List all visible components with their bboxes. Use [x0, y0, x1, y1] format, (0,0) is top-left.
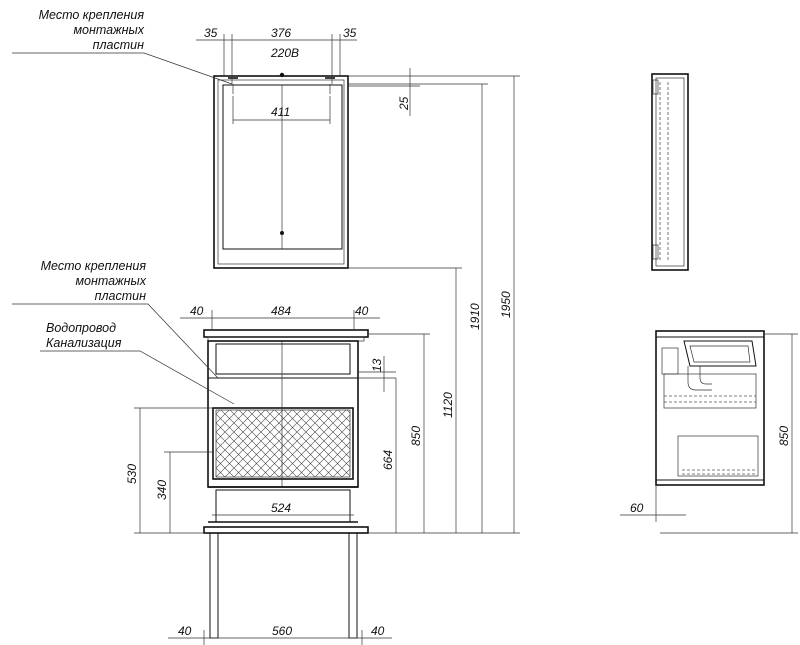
mount-plates-bottom-callout: Место крепления монтажных пластин [12, 259, 219, 379]
svg-text:Место крепления: Место крепления [41, 259, 147, 273]
svg-text:монтажных: монтажных [75, 274, 146, 288]
dim-mirror-width: 376 [271, 26, 291, 40]
svg-text:пластин: пластин [93, 38, 144, 52]
dim-1120: 1120 [441, 392, 455, 418]
dim-mirror-left: 35 [204, 26, 218, 40]
dim-top-width: 484 [271, 304, 291, 318]
dim-top-left: 40 [190, 304, 204, 318]
dim-leg-width: 560 [272, 624, 292, 638]
right-height-dimensions: 13 664 850 1120 1910 1950 [348, 75, 520, 534]
dim-plate-offset: 25 [397, 96, 411, 111]
dim-inner-width: 524 [271, 501, 291, 515]
mirror-top-dimensions: 35 376 35 220В 411 25 [196, 26, 420, 124]
dim-side-60: 60 [630, 501, 644, 515]
dim-664: 664 [381, 450, 395, 470]
svg-text:пластин: пластин [95, 289, 146, 303]
power-outlet-icon [279, 72, 285, 78]
dim-pipe-530: 530 [125, 464, 139, 484]
power-label: 220В [270, 46, 299, 60]
inner-width-dimension: 524 [212, 501, 354, 516]
dim-leg-left: 40 [178, 624, 192, 638]
dim-mirror-right: 35 [343, 26, 357, 40]
side-dimensions: 850 60 [620, 333, 798, 534]
dim-pipe-340: 340 [155, 480, 169, 500]
dim-1950: 1950 [499, 291, 513, 318]
mirror-cabinet-side [651, 73, 689, 271]
dim-mirror-inner: 411 [271, 105, 290, 119]
vanity-front [203, 329, 369, 639]
svg-text:Место крепления: Место крепления [39, 8, 145, 22]
vanity-side [655, 330, 765, 486]
svg-text:Водопровод: Водопровод [46, 321, 116, 335]
dim-850: 850 [409, 426, 423, 446]
pipe-height-dimensions: 530 340 [125, 407, 213, 534]
dim-side-850: 850 [777, 426, 791, 446]
svg-text:монтажных: монтажных [73, 23, 144, 37]
dim-leg-right: 40 [371, 624, 385, 638]
mirror-cabinet-front [213, 72, 349, 269]
dim-top-right: 40 [355, 304, 369, 318]
mount-plates-top-callout: Место крепления монтажных пластин [12, 8, 233, 85]
dim-1910: 1910 [468, 303, 482, 330]
svg-text:Канализация: Канализация [46, 336, 122, 350]
dim-13: 13 [370, 358, 384, 372]
water-sewer-callout: Водопровод Канализация [40, 321, 235, 405]
vanity-top-dimensions: 40 484 40 [180, 304, 380, 330]
leg-dimensions: 40 560 40 [168, 624, 392, 645]
